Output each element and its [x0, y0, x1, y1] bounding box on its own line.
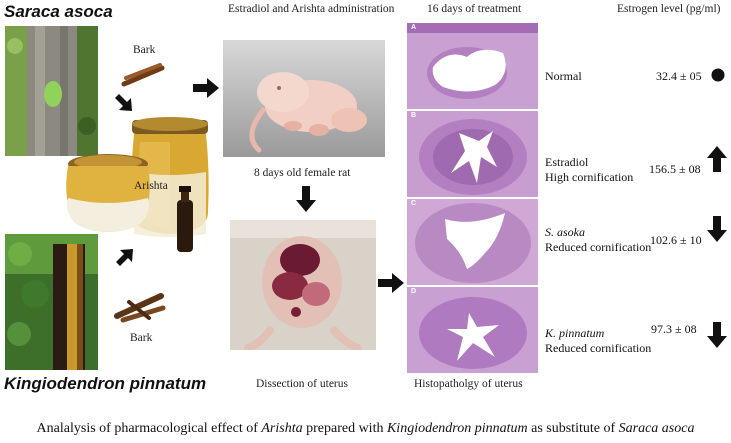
arishta-jars-illustration [60, 112, 220, 262]
panel-letter-b: B [411, 112, 417, 119]
caption-part-3: prepared with [302, 421, 387, 436]
group-name-d: K. pinnatum [545, 326, 605, 340]
panel-letter-c: C [411, 200, 417, 207]
decrease-arrow-icon-d [707, 322, 727, 353]
bark-label-top: Bark [133, 44, 156, 56]
bark-label-bottom: Bark [130, 332, 153, 344]
arrow-to-histology [378, 273, 404, 293]
group-effect-b: High cornification [545, 170, 634, 184]
estrogen-value-c: 102.6 ± 10 [650, 233, 702, 247]
normal-level-dot-icon [711, 68, 725, 87]
header-estrogen: Estrogen level (pg/ml) [617, 3, 721, 15]
histology-panel-b: B [407, 111, 538, 197]
rat-caption: 8 days old female rat [254, 167, 351, 179]
arishta-label: Arishta [134, 180, 168, 192]
caption-kingiodendron: Kingiodendron pinnatum [386, 421, 528, 436]
header-treatment: 16 days of treatment [427, 3, 522, 15]
group-effect-d: Reduced cornification [545, 341, 652, 355]
arrow-to-rat [193, 78, 219, 98]
histology-panel-c: C [407, 199, 538, 285]
histology-panel-d: D [407, 287, 538, 373]
estrogen-value-a: 32.4 ± 05 [656, 69, 702, 83]
group-name-a: Normal [545, 69, 582, 83]
bark-sticks-top [120, 62, 166, 93]
estrogen-value-d: 97.3 ± 08 [651, 322, 697, 336]
decrease-arrow-icon-c [707, 216, 727, 247]
caption-part-5: as substitute of [527, 421, 619, 436]
increase-arrow-icon [707, 146, 727, 177]
result-group-b: Estradiol High cornification [545, 155, 633, 185]
result-group-d: K. pinnatum Reduced cornification [545, 326, 651, 356]
result-group-c: S. asoka Reduced cornification [545, 225, 651, 255]
newborn-rat-photo [223, 40, 385, 157]
caption-arishta: Arishta [261, 421, 303, 436]
bark-pieces-bottom [113, 288, 168, 329]
histology-panel-a: A [407, 23, 538, 109]
result-group-a: Normal [545, 69, 582, 84]
estrogen-value-b: 156.5 ± 08 [649, 162, 701, 176]
uterus-dissection-photo [230, 220, 376, 350]
figure-caption: Analalysis of pharmacological effect of … [0, 421, 731, 437]
arrow-saraca-to-jar [113, 92, 135, 114]
panel-letter-a: A [411, 24, 417, 31]
species-title-saraca: Saraca asoca [4, 2, 113, 21]
kingiodendron-tree-photo [5, 234, 98, 370]
group-effect-c: Reduced cornification [545, 240, 652, 254]
panel-letter-d: D [411, 288, 417, 295]
caption-part-1: Analalysis of pharmacological effect of [36, 421, 262, 436]
arrow-kingiodendron-to-jar [114, 246, 136, 268]
header-administration: Estradiol and Arishta administration [228, 3, 395, 15]
species-title-kingiodendron: Kingiodendron pinnatum [4, 374, 207, 393]
arrow-to-dissection [296, 186, 316, 212]
histopathology-caption: Histopatholgy of uterus [414, 378, 523, 390]
group-name-b: Estradiol [545, 155, 589, 169]
dissection-caption: Dissection of uterus [256, 378, 348, 390]
caption-saraca: Saraca asoca [618, 421, 695, 436]
saraca-tree-photo [5, 26, 98, 156]
group-name-c: S. asoka [545, 225, 585, 239]
